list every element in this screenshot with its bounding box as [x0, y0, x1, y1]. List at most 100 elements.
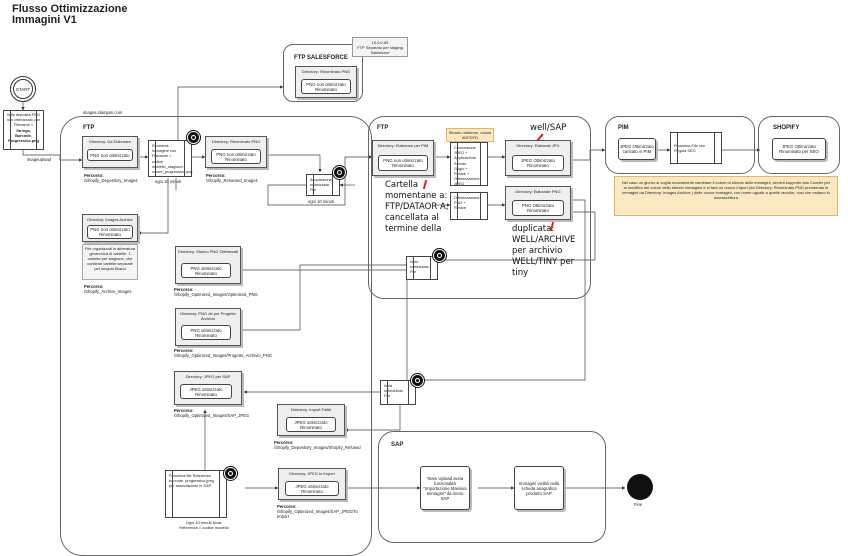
path-label: Percorso: [206, 173, 226, 178]
task-immagini-visibili: Immagini visibili nella scheda anagrafic… [514, 466, 564, 510]
archive-note: File organizzati in alberatura gerarchic… [82, 244, 138, 280]
task-invio-schedulato: Invio schedulato File [406, 256, 438, 280]
path-storico-png: Percorso: /Shopify_Optimized_Images/Opti… [174, 287, 258, 297]
dir-import-falliti: Directory: Import Falliti JPEG ottimizza… [277, 404, 345, 436]
dir-title: Directory: JPEG to Import [289, 471, 335, 476]
path-label: Percorso: [174, 287, 194, 292]
pim-region: PIM [605, 116, 755, 174]
task-team-upload: Team Upload avvia funzionalità "Importaz… [420, 466, 470, 510]
timer-icon [187, 131, 200, 144]
dir-title: Directory: Elaborare per PIM [377, 143, 429, 148]
ftp-left-label: FTP [83, 125, 95, 131]
title-line-1: Flusso Ottimizzazione [12, 3, 128, 15]
path-label: Percorso: [174, 408, 194, 413]
start-desc-line: non ottimizzato con [6, 117, 41, 123]
ftp-salesforce-label: FTP SALESFORCE [294, 55, 348, 61]
pim-label: PIM [618, 125, 629, 131]
task-note: Ogni 10 minuti Nota: Referenza = codice … [179, 520, 229, 530]
pim-note: Nel caso un giorno si voglia nuovamente … [614, 176, 838, 216]
path-images-archive: Percorso: /Shopify_Archive_Images [84, 284, 131, 294]
file-item: PNG non ottimizzato [87, 149, 133, 161]
path-value: /Shopify_Optimized_Images/Optimized_PNG [174, 292, 258, 297]
timer-icon [433, 249, 446, 262]
timer-icon [333, 166, 346, 179]
images-host-label: images.slamjam.com [83, 110, 123, 115]
start-desc-line: Wife deposita PNG [6, 112, 41, 117]
file-item: JPEG ottimizzato Rinominato [285, 481, 339, 496]
path-png-progetto: Percorso: /Shopify_Optimized_Images/Prog… [174, 348, 272, 358]
path-label: Percorso: [174, 348, 194, 353]
path-jpeg-to-import: Percorso: /Shopify_Optimized_Images/SAP_… [277, 504, 367, 519]
shopify-label: SHOPIFY [773, 125, 800, 131]
dir-title: Directory: Storico PNG Ottimizzati [177, 249, 239, 254]
dir-title: Directory: PNG ott per Progetto Archivio [180, 311, 236, 321]
task-rinomina-immagine: Rinomina immagine con Filename = codice … [148, 140, 192, 177]
sf-note-line: Salesforce [370, 50, 390, 55]
dir-title: Directory: Da Elaborare [89, 139, 131, 144]
dir-title: Directory: Images Archive [87, 217, 133, 222]
dir-sf-rinominato-png: Directory: Rinominato PNG PNG non ottimi… [295, 66, 357, 98]
task-ottimizzazione-png: Ottimizzazione PNG + Resize [450, 192, 488, 220]
task-invia-schedulato: Invia schedulato File [380, 380, 416, 405]
file-item: JPEG ottimizzato Rinominato [286, 417, 336, 432]
dir-title: Directory: Import Falliti [290, 407, 331, 412]
imageupload-label: imageupload [27, 157, 51, 162]
ftp-mid-region: FTP [368, 116, 591, 299]
dir-title: Directory: Rinominato PNG [301, 69, 351, 74]
task-jpeg-pim: JPEG Ottimizzato caricato in PIM [618, 138, 656, 160]
dir-jpeg-per-sap: Directory: JPEG per SAP JPEG ottimizzato… [174, 371, 242, 405]
task-rinomina-file: Rinomina file Referenza, barcode, progre… [165, 470, 227, 518]
dir-jpeg-to-import: Directory: JPEG to Import JPEG ottimizza… [278, 468, 346, 500]
task-rinomina-seo: Rinomina File con Regola SEO [670, 132, 722, 164]
sf-ip: 10.0.0.85 [371, 40, 389, 45]
start-desc-line: Progressivo.png [8, 138, 39, 144]
path-label: Percorso: [274, 440, 294, 445]
start-desc-line: Filename = [13, 122, 34, 128]
ftp-salesforce-region: FTP SALESFORCE [283, 44, 363, 102]
sap-label: SAP [391, 442, 404, 448]
title-line-2: Immagini V1 [12, 14, 77, 26]
dir-title: Directory: Elaborati JPG [516, 143, 560, 148]
task-jpeg-seo: JPEG Ottimizzato Rinominato per SEO [772, 138, 826, 160]
start-desc-line: Barcode, [15, 132, 32, 138]
dir-elaborati-jpg: Directory: Elaborati JPG JPEG Ottimizzat… [505, 140, 571, 176]
dir-da-elaborare: Directory: Da Elaborare PNG non ottimizz… [82, 136, 138, 168]
dir-elaborare-per-pim: Directory: Elaborare per PIM PNG non ott… [372, 140, 434, 176]
start-description: Wife deposita PNG non ottimizzato con Fi… [3, 110, 44, 150]
dir-png-progetto-archivio: Directory: PNG ott per Progetto Archivio… [175, 308, 241, 346]
path-value: /Shopify_Renamed_Images [206, 178, 258, 183]
dir-title: Directory: Elaborate PNG [515, 189, 561, 194]
file-item: PNG ottimizzato Rinominato [181, 263, 231, 278]
shopify-region: SHOPIFY [758, 116, 840, 174]
end-event [627, 474, 653, 500]
task-acquisizione: Acquisizione schedulata File [306, 174, 340, 196]
file-item: JPEG ottimizzato Rinominato [180, 384, 232, 399]
sap-region: SAP [378, 431, 606, 543]
file-item: JPEG Ottimizzato Rinominato [512, 155, 564, 171]
path-import-falliti: Percorso: /Shopify_Depository_Images/Sho… [274, 440, 364, 450]
timer-icon [411, 374, 424, 387]
path-label: Percorso: [84, 284, 104, 289]
path-rinominato-png: Percorso: /Shopify_Renamed_Images [206, 173, 258, 183]
path-value: /Shopify_Depository_Images [84, 178, 138, 183]
path-value: /Shopify_Optimized_Images/SAP_JPEG [174, 413, 250, 418]
file-item: PNG non ottimizzato Rinominato [301, 79, 351, 94]
task-conversione: Conversione JPEG + Applicazione Sfondo G… [450, 142, 488, 186]
ftp-mid-label: FTP [377, 125, 389, 131]
file-item: PNG non ottimizzato Rinominato [378, 155, 428, 171]
timer-icon [224, 467, 237, 480]
dir-elaborate-png: Directory: Elaborate PNG PNG Ottimizzato… [505, 186, 571, 220]
page-title: Flusso Ottimizzazione Immagini V1 [12, 4, 128, 26]
dir-rinominato-png: Directory: Rinominato PNG PNG non ottimi… [205, 136, 267, 168]
sf-note-line: FTP Separato per staging [357, 45, 403, 50]
path-value: /Shopify_Archive_Images [84, 289, 132, 294]
path-da-elaborare: Percorso: /Shopify_Depository_Images [84, 173, 138, 183]
start-label: START [13, 79, 33, 99]
file-item: PNG non ottimizzato Rinominato [87, 225, 133, 239]
salesforce-note: 10.0.0.85 FTP Separato per staging Sales… [352, 37, 408, 57]
path-label: Percorso: [277, 504, 297, 509]
end-label: Fine [634, 502, 643, 507]
path-value: /Shopify_Optimized_Images/SAP_JPEG/To Im… [277, 509, 358, 519]
handwritten-well-sap: well/SAP [530, 123, 567, 133]
dir-images-archive: Directory: Images Archive PNG non ottimi… [82, 214, 138, 242]
